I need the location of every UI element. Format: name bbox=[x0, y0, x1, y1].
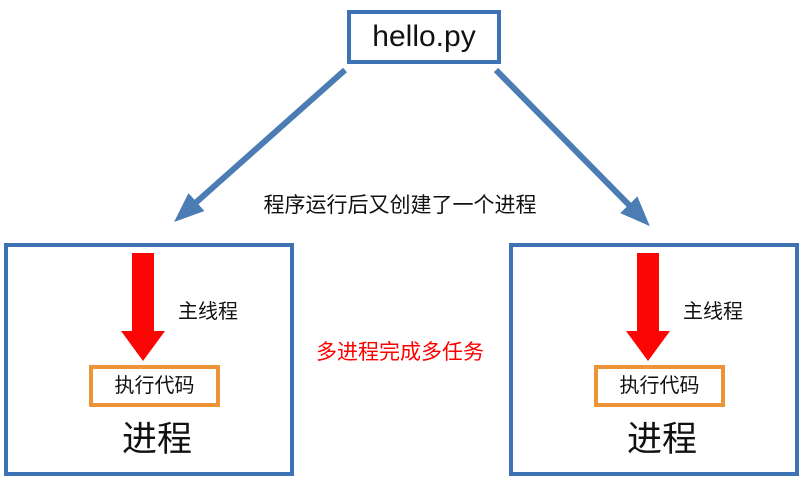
process-box-left: 主线程 执行代码 进程 bbox=[4, 243, 294, 476]
main-thread-arrow-icon bbox=[626, 253, 670, 361]
source-file-box: hello.py bbox=[347, 10, 501, 64]
code-box: 执行代码 bbox=[594, 365, 725, 407]
code-box-label: 执行代码 bbox=[114, 375, 195, 397]
fork-caption: 程序运行后又创建了一个进程 bbox=[263, 194, 537, 217]
main-thread-arrow-icon bbox=[121, 253, 165, 361]
center-note: 多进程完成多任务 bbox=[316, 341, 484, 364]
process-title: 进程 bbox=[121, 420, 192, 459]
process-title: 进程 bbox=[626, 420, 697, 459]
arrow-to-left-process-icon bbox=[174, 67, 347, 222]
process-box-right: 主线程 执行代码 进程 bbox=[509, 243, 799, 476]
main-thread-label: 主线程 bbox=[683, 301, 743, 323]
code-box: 执行代码 bbox=[89, 365, 220, 407]
main-thread-label: 主线程 bbox=[178, 301, 238, 323]
source-file-label: hello.py bbox=[372, 20, 476, 53]
code-box-label: 执行代码 bbox=[619, 375, 700, 397]
